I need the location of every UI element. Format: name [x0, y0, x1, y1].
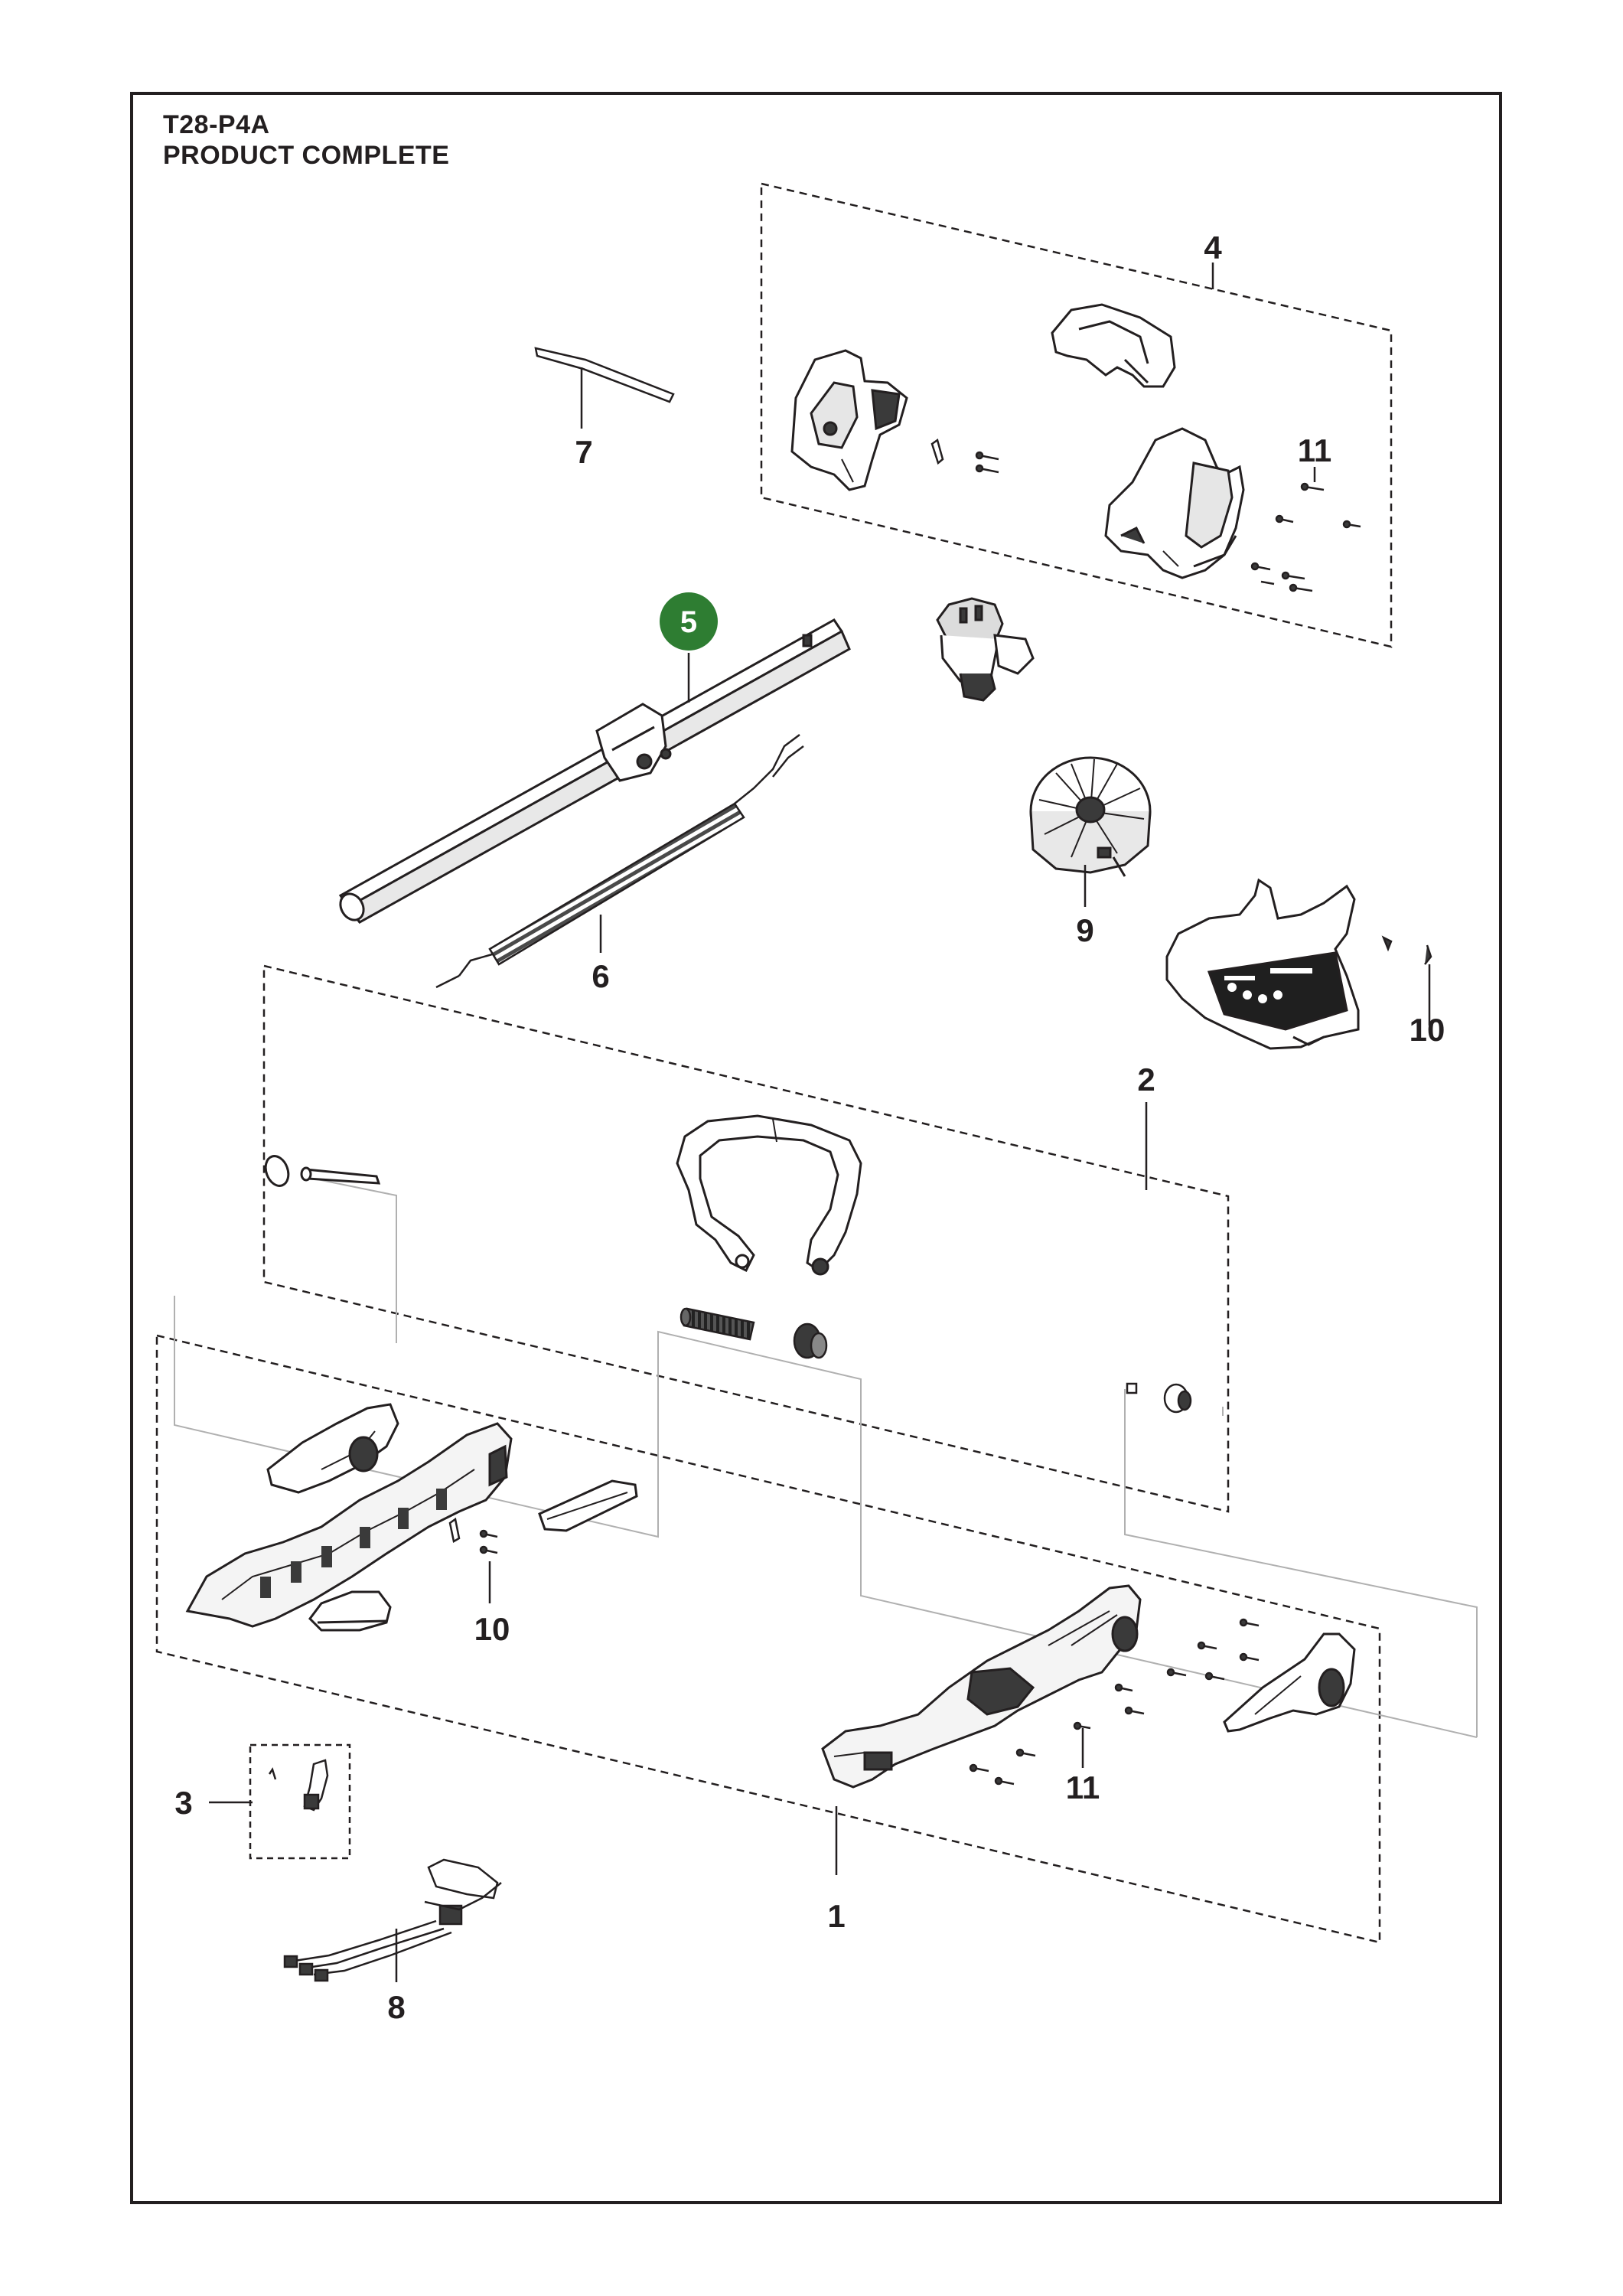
group-box-1: [155, 1334, 1381, 1944]
section-title: PRODUCT COMPLETE: [163, 141, 450, 170]
part-11-screws-lower: [969, 1618, 1260, 1786]
part-2-button: [1126, 1382, 1192, 1414]
callout-5: 5: [680, 605, 697, 639]
part-9-fan: [1029, 756, 1152, 877]
leader-lines: [209, 263, 1316, 1982]
callout-6: 6: [592, 958, 609, 994]
callout-7: 7: [575, 434, 592, 470]
part-4-small-clip: [930, 438, 944, 465]
callout-5-highlight: [660, 592, 718, 651]
callout-9: 9: [1076, 912, 1093, 948]
part-1-handle-body: [821, 1584, 1142, 1789]
part-11-screws-upper: [1250, 482, 1361, 592]
callout-3: 3: [174, 1785, 192, 1821]
group-box-4: [760, 182, 1393, 648]
part-6-coiled-cable: [435, 734, 804, 989]
part-4-motor-cover: [1051, 303, 1176, 388]
part-2-knob: [793, 1322, 828, 1359]
callout-labels: 4 7 11 5 9 6 10 2 10 3 11 1 8: [174, 230, 1445, 2025]
callout-11-lower: 11: [1066, 1769, 1100, 1805]
part-4-housing-left: [790, 349, 908, 491]
callout-10-handle: 10: [474, 1611, 510, 1647]
part-1-upper-cover: [266, 1403, 399, 1494]
trimmer-guard: [1165, 878, 1360, 1050]
callout-8: 8: [387, 1989, 405, 2025]
callout-2: 2: [1137, 1062, 1155, 1097]
callout-1: 1: [827, 1898, 845, 1934]
callout-11-upper: 11: [1298, 432, 1331, 468]
part-4-screws: [975, 451, 999, 474]
model-code: T28-P4A: [163, 110, 270, 139]
part-1-rear-handle-left: [185, 1422, 513, 1628]
part-4-housing-right: [1104, 427, 1245, 579]
part-8-switch-wiring: [283, 1858, 502, 1982]
part-2-grip: [680, 1307, 755, 1341]
page-frame: [130, 92, 1502, 2204]
group-box-2: [262, 964, 1230, 1513]
part-2-loop-handle: [676, 1114, 862, 1276]
assembly-guide-lines: [174, 1176, 1478, 1738]
callout-10-guard: 10: [1410, 1012, 1445, 1048]
part-1-small-parts: [448, 1517, 498, 1603]
group-box-3: [249, 1743, 351, 1860]
part-1-cover-plate: [538, 1479, 638, 1532]
part-10-screws-guard: [1381, 935, 1432, 1026]
motor: [936, 597, 1035, 702]
part-1-bottom-cover: [308, 1590, 392, 1632]
part-7-strip: [534, 347, 675, 429]
part-3-trigger: [268, 1759, 329, 1812]
part-2-ring-and-pin: [264, 1155, 381, 1187]
part-1-side-cover: [1223, 1632, 1356, 1733]
callout-4: 4: [1204, 230, 1222, 266]
part-5-shaft-tube: [338, 618, 851, 924]
